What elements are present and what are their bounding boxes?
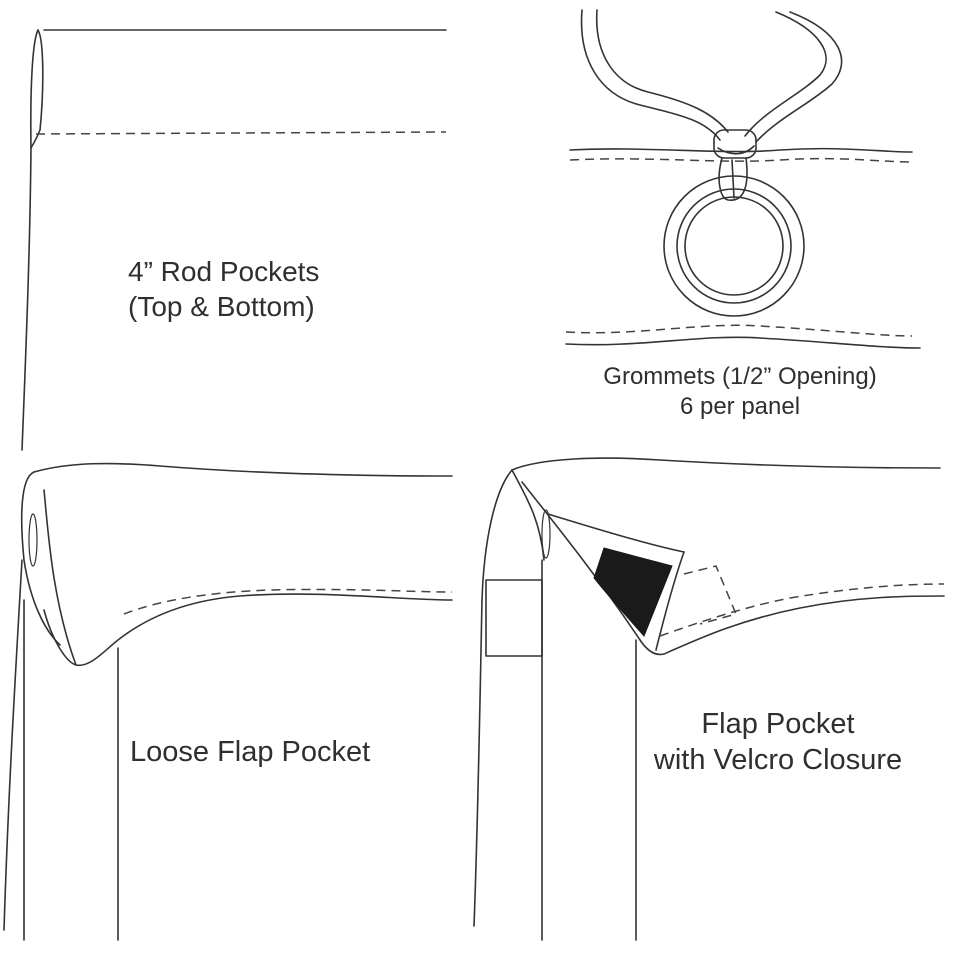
grommet-ring-mid [676, 188, 792, 304]
rope-strand-left-inner [595, 9, 729, 133]
grommet-top-hem [569, 147, 913, 153]
grommet-ring-inner [684, 196, 784, 296]
velcro-strip-right [683, 565, 738, 625]
velcro-flap-underside [521, 481, 945, 656]
velcro-flap-left [473, 469, 513, 927]
grommet-bottom-stitch [565, 324, 913, 337]
loose-flap-top [33, 462, 453, 477]
velcro-strip-left [485, 579, 543, 657]
rod-pockets-label-line: (Top & Bottom) [128, 291, 315, 322]
grommets-label-line: Grommets (1/2” Opening) [603, 363, 877, 390]
loose-flap-fold [20, 471, 61, 646]
grommet-illustration [565, 9, 921, 349]
rope-strand-left [580, 9, 721, 141]
grommet-ring-outer [663, 175, 805, 317]
rod-pockets-label: 4” Rod Pockets (Top & Bottom) [128, 254, 319, 324]
rod-pocket-left-edge [21, 29, 39, 451]
loose-flap-opening [28, 513, 38, 567]
loose-flap-label-line: Loose Flap Pocket [130, 736, 371, 768]
rod-pocket-illustration [21, 29, 447, 451]
grommet-bottom-hem [565, 336, 921, 349]
grommets-label: Grommets (1/2” Opening) 6 per panel [570, 362, 910, 422]
loose-flap-left-edge [3, 559, 23, 931]
rod-pockets-label-line: 4” Rod Pockets [128, 256, 320, 287]
rope-loop [718, 157, 748, 201]
loose-flap-stitch [123, 588, 453, 615]
velcro-flap-label: Flap Pocket with Velcro Closure [628, 706, 928, 779]
velcro-flap-top [511, 457, 941, 471]
rope-knot [713, 129, 757, 159]
loose-flap-label: Loose Flap Pocket [130, 734, 370, 770]
velcro-flap-label-line: with Velcro Closure [653, 744, 903, 777]
velcro-flap-opening [541, 509, 551, 559]
grommets-label-line: 6 per panel [679, 393, 801, 420]
velcro-flap-illustration [473, 457, 945, 941]
rope-strand-right-inner [755, 11, 843, 143]
loose-flap-illustration [3, 462, 453, 941]
rope-strand-right [744, 11, 827, 137]
loose-flap-edge [43, 593, 453, 666]
velcro-flap-stitch [659, 583, 945, 637]
rod-pocket-stitch [35, 131, 447, 135]
rod-pocket-fold-curl [30, 29, 44, 149]
velcro-flap-label-line: Flap Pocket [701, 708, 855, 740]
velcro-patch [593, 547, 673, 637]
